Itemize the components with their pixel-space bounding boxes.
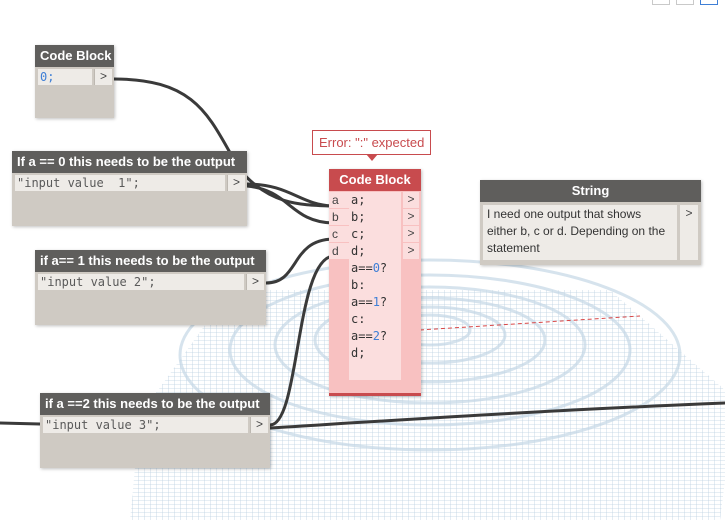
input-port-b[interactable]: b — [329, 209, 349, 225]
code-editor[interactable]: 0; — [38, 69, 92, 85]
output-port[interactable]: > — [250, 417, 268, 433]
code-line: c: — [351, 312, 366, 326]
code-line: d; — [351, 346, 366, 360]
input-ports: a b c d — [329, 191, 349, 391]
node-title: Code Block — [35, 45, 114, 67]
code-editor[interactable]: "input value 1"; — [15, 175, 225, 191]
output-port[interactable]: > — [403, 243, 419, 259]
node-title: String — [480, 180, 701, 202]
code-line: b: — [351, 278, 366, 292]
code-editor[interactable]: "input value 3"; — [43, 417, 248, 433]
node-title: if a== 1 this needs to be the output — [35, 250, 266, 272]
code-line: a; — [351, 193, 366, 207]
output-port[interactable]: > — [403, 192, 419, 208]
output-port[interactable]: > — [94, 69, 112, 85]
code-line: d; — [351, 244, 366, 258]
code-block-node-error[interactable]: Code Block a b c d a; b; c; d; a==0? b: … — [329, 169, 421, 396]
code-block-node-zero[interactable]: Code Block 0; > — [35, 45, 114, 118]
node-title: Code Block — [329, 169, 421, 191]
view-toggle-icon[interactable] — [676, 0, 694, 5]
code-editor[interactable]: "input value 2"; — [38, 274, 244, 290]
code-editor[interactable]: a; b; c; d; a==0? b: a==1? c: a==2? d; — [349, 192, 401, 380]
output-port[interactable]: > — [246, 274, 264, 290]
input-port-a[interactable]: a — [329, 192, 349, 208]
error-tooltip: Error: ":" expected — [312, 130, 432, 161]
code-line: c; — [351, 227, 366, 241]
view-toggle-icon[interactable] — [700, 0, 718, 5]
node-title: if a ==2 this needs to be the output — [40, 393, 270, 415]
input-port-d[interactable]: d — [329, 243, 349, 259]
code-block-node-input-3[interactable]: if a ==2 this needs to be the output "in… — [40, 393, 270, 468]
code-line: a==1? — [351, 295, 388, 309]
output-ports: > > > > — [401, 191, 419, 391]
string-node[interactable]: String I need one output that shows eith… — [480, 180, 701, 265]
output-port[interactable]: > — [680, 205, 698, 260]
code-line: a==0? — [351, 261, 388, 275]
output-port[interactable]: > — [403, 209, 419, 225]
code-block-node-input-1[interactable]: If a == 0 this needs to be the output "i… — [12, 151, 247, 226]
node-title: If a == 0 this needs to be the output — [12, 151, 247, 173]
view-toggle-icon[interactable] — [652, 0, 670, 5]
code-line: a==2? — [351, 329, 388, 343]
input-port-c[interactable]: c — [329, 226, 349, 242]
code-line: b; — [351, 210, 366, 224]
code-block-node-input-2[interactable]: if a== 1 this needs to be the output "in… — [35, 250, 266, 325]
string-value-text[interactable]: I need one output that shows either b, c… — [483, 205, 677, 260]
output-port[interactable]: > — [227, 175, 245, 191]
output-port[interactable]: > — [403, 226, 419, 242]
